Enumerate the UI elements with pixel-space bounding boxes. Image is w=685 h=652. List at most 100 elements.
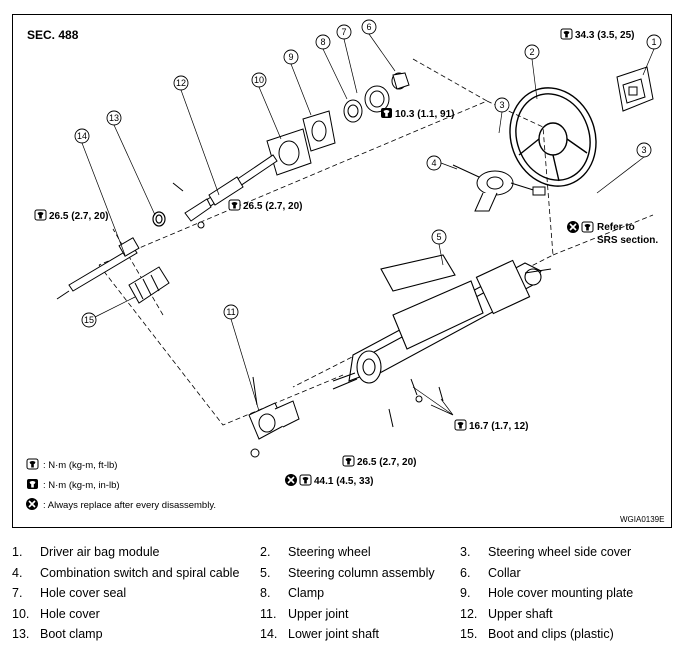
leader-lines <box>81 33 655 416</box>
part-item: 3. Steering wheel side cover <box>460 545 672 559</box>
exploded-view-diagram: SEC. 488 <box>25 19 664 524</box>
part-number: 15. <box>460 627 478 642</box>
callout-number: 6 <box>366 22 371 32</box>
part-number: 11. <box>260 606 277 621</box>
boot-clamp-drawing <box>152 211 166 227</box>
part-name: Boot and clips (plastic) <box>488 627 614 642</box>
part-item: 10. Hole cover <box>12 607 260 621</box>
callout-number: 1 <box>651 37 656 47</box>
torque-label: 10.3 (1.1, 91) <box>395 109 454 120</box>
torque-spec-34-3: 34.3 (3.5, 25) <box>560 28 634 41</box>
callout-number: 12 <box>176 78 186 88</box>
part-item: 12. Upper shaft <box>460 607 672 621</box>
callout-11: 11 <box>223 304 239 320</box>
refer-to-srs-note: Refer to SRS section. <box>566 220 658 246</box>
callout-7: 7 <box>336 24 352 40</box>
assembly-guide-lines <box>98 58 654 426</box>
part-number: 8. <box>260 586 271 601</box>
callout-number: 13 <box>109 113 119 123</box>
lower-joint-shaft-drawing <box>56 237 140 300</box>
legend: : N·m (kg-m, ft-lb) : N·m (kg-m, in-lb) … <box>25 458 216 511</box>
part-number: 3. <box>460 545 471 560</box>
part-number: 10. <box>12 606 30 621</box>
part-name: Clamp <box>288 586 325 601</box>
part-number: 1. <box>12 545 23 560</box>
part-name: Boot clamp <box>40 627 103 642</box>
callout-number: 11 <box>226 307 235 317</box>
part-item: 7.Hole cover seal <box>12 586 260 600</box>
callout-number: 7 <box>341 27 346 37</box>
column-mounting-bolts-drawing <box>388 378 444 428</box>
section-title: SEC. 488 <box>27 28 79 42</box>
parts-row: 4. Combination switch and spiral cable 5. S… <box>12 563 672 584</box>
torque-label: 16.7 (1.7, 12) <box>469 421 528 432</box>
callout-1: 1 <box>646 34 662 50</box>
hole-cover-seal-group-drawing <box>343 72 410 123</box>
part-number: 12. <box>460 606 478 621</box>
legend-ftlb: : N·m (kg-m, ft-lb) <box>43 460 117 471</box>
refer-line-1: Refer to <box>597 222 635 233</box>
part-number: 5. <box>260 565 271 580</box>
torque-label: 26.5 (2.7, 20) <box>357 457 416 468</box>
part-name: Hole cover mounting plate <box>488 586 634 601</box>
parts-row: 13. Boot clamp 14. Lower joint shaft 15. Boot… <box>12 624 672 645</box>
callout-9: 9 <box>283 49 299 65</box>
torque-label: 34.3 (3.5, 25) <box>575 30 634 41</box>
part-name: Driver air bag module <box>40 545 160 560</box>
part-number: 9. <box>460 586 471 601</box>
part-number: 6. <box>460 565 471 580</box>
part-name: Upper joint <box>288 606 349 621</box>
part-item: 4. Combination switch and spiral cable <box>12 566 260 580</box>
part-name: Hole cover <box>40 606 100 621</box>
part-item: 11. Upper joint <box>260 607 460 621</box>
part-item: 6.Collar <box>460 566 672 580</box>
upper-shaft-drawing <box>172 154 278 229</box>
parts-row: 10. Hole cover 11. Upper joint 12. Upper shaf… <box>12 604 672 625</box>
boot-drawing <box>128 266 170 304</box>
callout-number: 4 <box>431 158 436 168</box>
callout-number: 15 <box>84 315 94 325</box>
part-item: 2.Steering wheel <box>260 545 460 559</box>
part-name: Combination switch and spiral cable <box>40 565 240 580</box>
callout-5: 5 <box>431 229 447 245</box>
part-number: 13. <box>12 627 30 642</box>
torque-spec-10-3: 10.3 (1.1, 91) <box>381 108 454 120</box>
part-item: 14. Lower joint shaft <box>260 627 460 641</box>
part-name: Steering wheel <box>288 545 371 560</box>
image-code: WGIA0139E <box>620 515 664 524</box>
part-item: 8. Clamp <box>260 586 460 600</box>
callout-10: 10 <box>251 72 267 88</box>
callout-4: 4 <box>426 155 442 171</box>
hole-cover-mounting-plate-drawing <box>302 110 336 152</box>
callout-8: 8 <box>315 34 331 50</box>
callout-number: 14 <box>77 131 87 141</box>
callout-13: 13 <box>106 110 122 126</box>
part-number: 14. <box>260 627 278 642</box>
part-name: Lower joint shaft <box>288 627 380 642</box>
torque-label: 26.5 (2.7, 20) <box>49 211 108 222</box>
callout-3: 3 <box>636 142 652 158</box>
torque-label: 44.1 (4.5, 33) <box>314 476 373 487</box>
torque-spec-26-5-lower: 26.5 (2.7, 20) <box>342 455 416 468</box>
part-name: Steering column assembly <box>288 565 435 580</box>
callout-number: 3 <box>641 145 646 155</box>
callout-number: 5 <box>436 232 441 242</box>
callout-12: 12 <box>173 75 189 91</box>
callout-6: 6 <box>361 19 377 35</box>
steering-wheel-drawing <box>509 87 597 187</box>
combination-switch-drawing <box>452 164 546 212</box>
part-item: 5. Steering column assembly <box>260 566 460 580</box>
callout-number: 8 <box>320 37 325 47</box>
callout-number: 2 <box>529 47 534 57</box>
part-name: Steering wheel side cover <box>488 545 632 560</box>
part-number: 4. <box>12 565 23 580</box>
torque-spec-16-7: 16.7 (1.7, 12) <box>454 419 528 432</box>
torque-label: 26.5 (2.7, 20) <box>243 201 302 212</box>
part-number: 7. <box>12 586 23 601</box>
callout-number: 3 <box>499 100 504 110</box>
callout-15: 15 <box>81 312 97 328</box>
part-name: Upper shaft <box>488 606 553 621</box>
callout-2: 2 <box>524 44 540 60</box>
